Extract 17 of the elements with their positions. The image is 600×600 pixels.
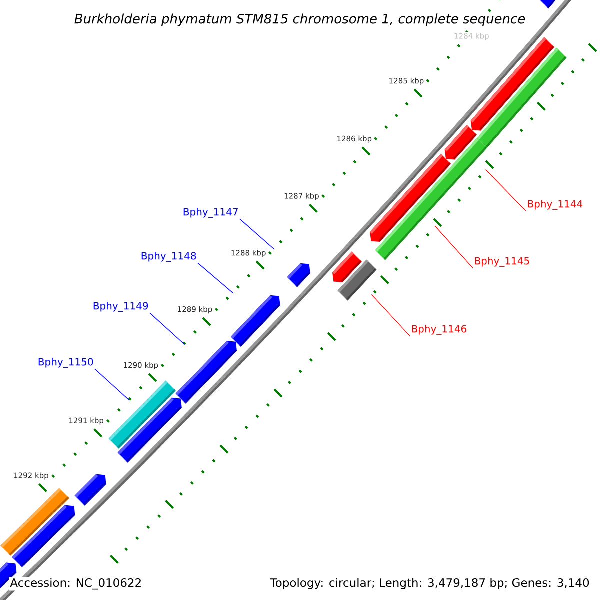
leader-line: [150, 312, 185, 345]
info-text: Topology: circular; Length: 3,479,187 bp; Genes: 3,140: [269, 577, 591, 590]
leader-line: [371, 294, 410, 337]
leader-line: [240, 218, 275, 250]
info-text: Accession: NC_010622: [9, 577, 144, 591]
gene-label: Bphy_1146: [412, 325, 466, 335]
gene-label: Bphy_1150: [38, 358, 94, 368]
leader-line: [94, 368, 130, 401]
leader-line: [434, 226, 474, 269]
gene-label: Bphy_1149: [94, 302, 148, 312]
leader-line: [485, 169, 526, 212]
gene-label: Bphy_1145: [475, 257, 530, 267]
gene-label: Bphy_1148: [142, 252, 196, 262]
gene-label: Bphy_1147: [184, 208, 238, 218]
title: Burkholderia phymatum STM815 chromosome 1, complete sequence: [73, 12, 527, 28]
gene-label: Bphy_1144: [528, 200, 583, 210]
leader-line: [198, 262, 234, 294]
